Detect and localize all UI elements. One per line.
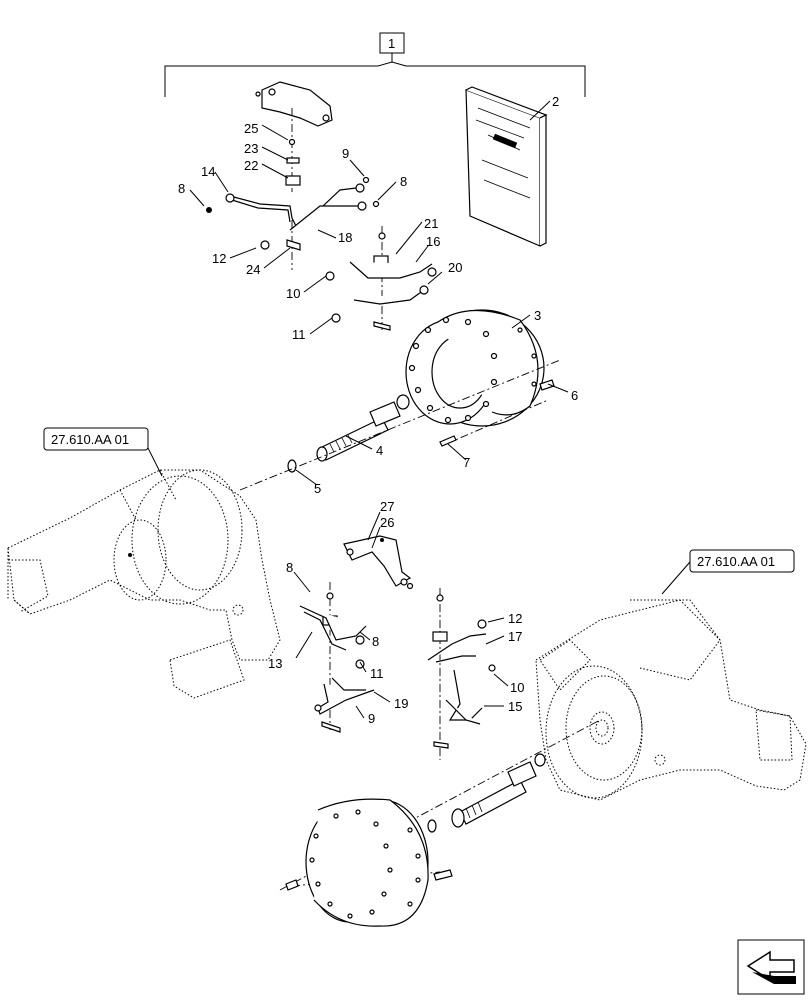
group-label: 1 [388,36,395,51]
brake-line-lower-left [299,582,375,733]
reference-left-label: 27.610.AA 01 [51,432,129,447]
callout-22: 22 [244,158,258,173]
brake-line-center [325,226,437,331]
leader-lines [189,100,569,719]
callout-8b: 8 [400,174,407,189]
callout-2: 2 [552,94,559,109]
group-bracket: 1 [164,32,586,97]
callout-12b: 12 [508,611,522,626]
callout-14: 14 [201,164,215,179]
callout-8c: 8 [286,560,293,575]
callout-26: 26 [380,515,394,530]
callout-18: 18 [338,230,352,245]
axle-shaft-upper [239,359,561,491]
callout-5: 5 [314,481,321,496]
callout-8a: 8 [178,181,185,196]
upper-mounting-bracket [255,81,333,270]
callout-9b: 9 [368,711,375,726]
callout-17: 17 [508,629,522,644]
bracket-mid [343,535,414,590]
manual-booklet [465,86,548,247]
brake-line-upper-left [206,176,380,250]
callout-20: 20 [448,260,462,275]
callout-15: 15 [508,699,522,714]
callout-12a: 12 [212,251,226,266]
callout-10a: 10 [286,286,300,301]
callout-9a: 9 [342,146,349,161]
callout-3: 3 [534,308,541,323]
callout-11b: 11 [370,666,384,681]
callout-24: 24 [246,262,260,277]
brake-housing-lower [305,798,429,927]
callout-7: 7 [463,455,470,470]
next-page-arrow-icon[interactable] [737,939,805,995]
axle-housing-right [535,599,807,801]
reference-right-label: 27.610.AA 01 [697,554,775,569]
callout-6: 6 [571,388,578,403]
callout-19: 19 [394,696,408,711]
callout-27: 27 [380,499,394,514]
callout-25: 25 [244,121,258,136]
callout-21: 21 [424,216,438,231]
brake-housing-upper [405,309,545,427]
axle-housing-left [7,469,281,699]
reference-left[interactable]: 27.610.AA 01 [43,427,163,477]
callouts: 2 3 4 5 6 7 25 23 22 9 14 8 8 12 24 18 2… [178,94,578,726]
callout-8d: 8 [372,634,379,649]
callout-16: 16 [426,234,440,249]
brake-line-lower-right [427,588,496,760]
reference-right[interactable]: 27.610.AA 01 [661,549,795,595]
callout-4: 4 [376,443,383,458]
callout-11a: 11 [292,327,306,342]
callout-23: 23 [244,141,258,156]
callout-10b: 10 [510,680,524,695]
callout-13: 13 [268,656,282,671]
